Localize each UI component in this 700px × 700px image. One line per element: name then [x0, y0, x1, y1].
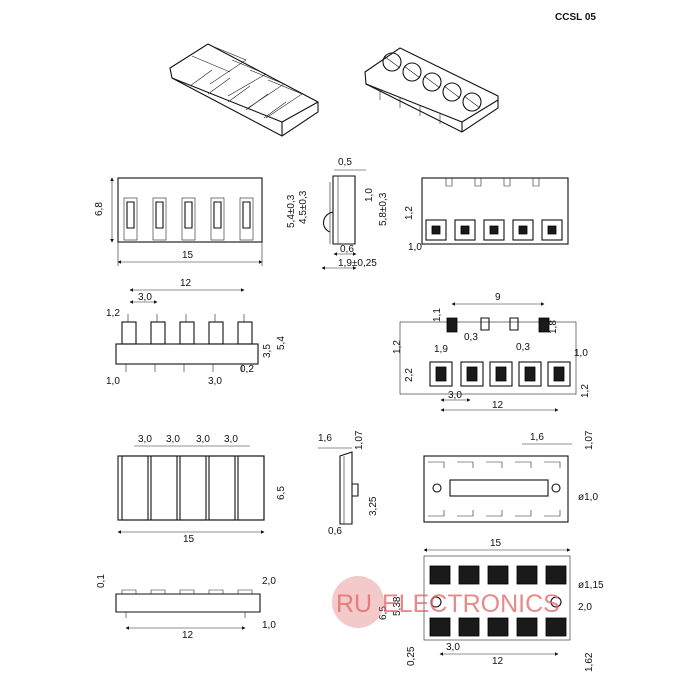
dim-low-span: 12 — [182, 630, 194, 641]
dim-sideb-w: 1,6 — [318, 433, 332, 444]
dim-side-bottom1: 0,6 — [340, 244, 354, 255]
watermark: RU ELECTRONICS — [332, 576, 560, 628]
dim-top-width: 15 — [183, 534, 195, 545]
dim-fp-span: 12 — [492, 656, 504, 667]
dim-bottom-t: 1,07 — [584, 430, 595, 450]
part-title: CCSL 05 — [555, 12, 596, 23]
dim-detail-base: 1,0 — [106, 376, 120, 387]
dim-fp-h2: 6,5 — [378, 606, 389, 620]
dim-detail-pin: 1,2 — [106, 308, 120, 319]
dim-detail-pitch-b: 3,0 — [208, 376, 222, 387]
dim-fp-b1: 0,25 — [406, 646, 417, 666]
dim-side-left1: 5,4±0,3 — [286, 194, 297, 228]
dim-pads-gap2: 0,3 — [516, 342, 530, 353]
dim-top-p3: 3,0 — [196, 434, 210, 445]
dim-front-width: 15 — [182, 250, 194, 261]
back-view: 1,2 1,0 — [404, 177, 569, 253]
dim-pads-pad-sq: 2,2 — [404, 368, 415, 382]
dim-fp-r2: 1,62 — [584, 652, 595, 672]
dim-back-height: 1,2 — [404, 206, 415, 220]
dim-sideb-h: 3,25 — [368, 496, 379, 516]
dim-detail-h2: 3,5 — [262, 344, 273, 358]
dim-low-b: 1,0 — [262, 620, 276, 631]
dim-side-bottom2: 1,9±0,25 — [338, 258, 377, 269]
dim-top-p1: 3,0 — [138, 434, 152, 445]
dim-sideb-t: 1,07 — [354, 430, 365, 450]
dim-pads-pad3: 1,0 — [574, 348, 588, 359]
dim-side-right2: 5,8±0,3 — [378, 192, 389, 226]
pad-layout-view: 9 1,1 0,3 0,3 1,8 1,2 1,9 1,0 2,2 3,0 12… — [392, 292, 591, 412]
footprint-view: 15 5,38 6,5 ø1,15 2,0 0,25 3,0 12 1,62 — [378, 538, 604, 672]
low-profile-view: 0,1 2,0 1,0 12 — [96, 574, 276, 641]
dim-fp-r: 2,0 — [578, 602, 592, 613]
dim-back-offset: 1,0 — [408, 242, 422, 253]
dim-fp-pitch: 3,0 — [446, 642, 460, 653]
dim-pads-span: 9 — [495, 292, 501, 303]
dim-sideb-b: 0,6 — [328, 526, 342, 537]
dim-bottom-w: 1,6 — [530, 432, 544, 443]
dim-pads-row-h: 1,2 — [392, 340, 403, 354]
dim-fp-h1: 5,38 — [392, 596, 403, 616]
dim-side-left2: 4,5±0,3 — [298, 190, 309, 224]
dim-low-t: 0,1 — [96, 574, 107, 588]
dim-side-right1: 1,0 — [364, 188, 375, 202]
pin-detail-view: 12 3,0 1,2 5,4 3,5 1,0 3,0 0,2 — [106, 278, 287, 387]
top-view: 3,0 3,0 3,0 3,0 6,5 15 — [117, 434, 287, 545]
dim-fp-width: 15 — [490, 538, 502, 549]
watermark-right: ELECTRONICS — [382, 590, 560, 618]
dim-pads-pad-w: 1,8 — [548, 320, 559, 334]
dim-pads-gap1: 0,3 — [464, 332, 478, 343]
dim-detail-pitch: 3,0 — [138, 292, 152, 303]
dim-top-p2: 3,0 — [166, 434, 180, 445]
dim-pads-pad2: 1,9 — [434, 344, 448, 355]
dim-top-height: 6,5 — [276, 486, 287, 500]
watermark-left: RU — [336, 590, 372, 618]
dim-pads-span2: 12 — [492, 400, 504, 411]
dim-front-height: 6,8 — [94, 202, 105, 216]
dim-fp-hole: ø1,15 — [578, 580, 604, 591]
dim-detail-span: 12 — [180, 278, 192, 289]
side-view: 0,5 5,4±0,3 4,5±0,3 1,0 5,8±0,3 0,6 1,9±… — [286, 157, 389, 270]
side-view-b: 1,6 1,07 3,25 0,6 — [318, 430, 379, 537]
dim-detail-h1: 5,4 — [276, 336, 287, 350]
dim-pads-pad-h: 1,1 — [432, 308, 443, 322]
dim-low-r: 2,0 — [262, 576, 276, 587]
bottom-view: 1,6 1,07 ø1,0 — [423, 430, 598, 523]
iso-view-closed — [169, 43, 319, 137]
dim-bottom-hole: ø1,0 — [578, 492, 598, 503]
dim-pads-bot: 1,2 — [580, 384, 591, 398]
dim-side-top: 0,5 — [338, 157, 352, 168]
watermark-logo-icon — [332, 576, 384, 628]
iso-view-contacts — [364, 47, 499, 133]
dim-detail-gap: 0,2 — [240, 364, 254, 375]
dim-top-p4: 3,0 — [224, 434, 238, 445]
front-view: 6,8 15 — [94, 177, 263, 266]
dim-pads-pitch: 3,0 — [448, 390, 462, 401]
